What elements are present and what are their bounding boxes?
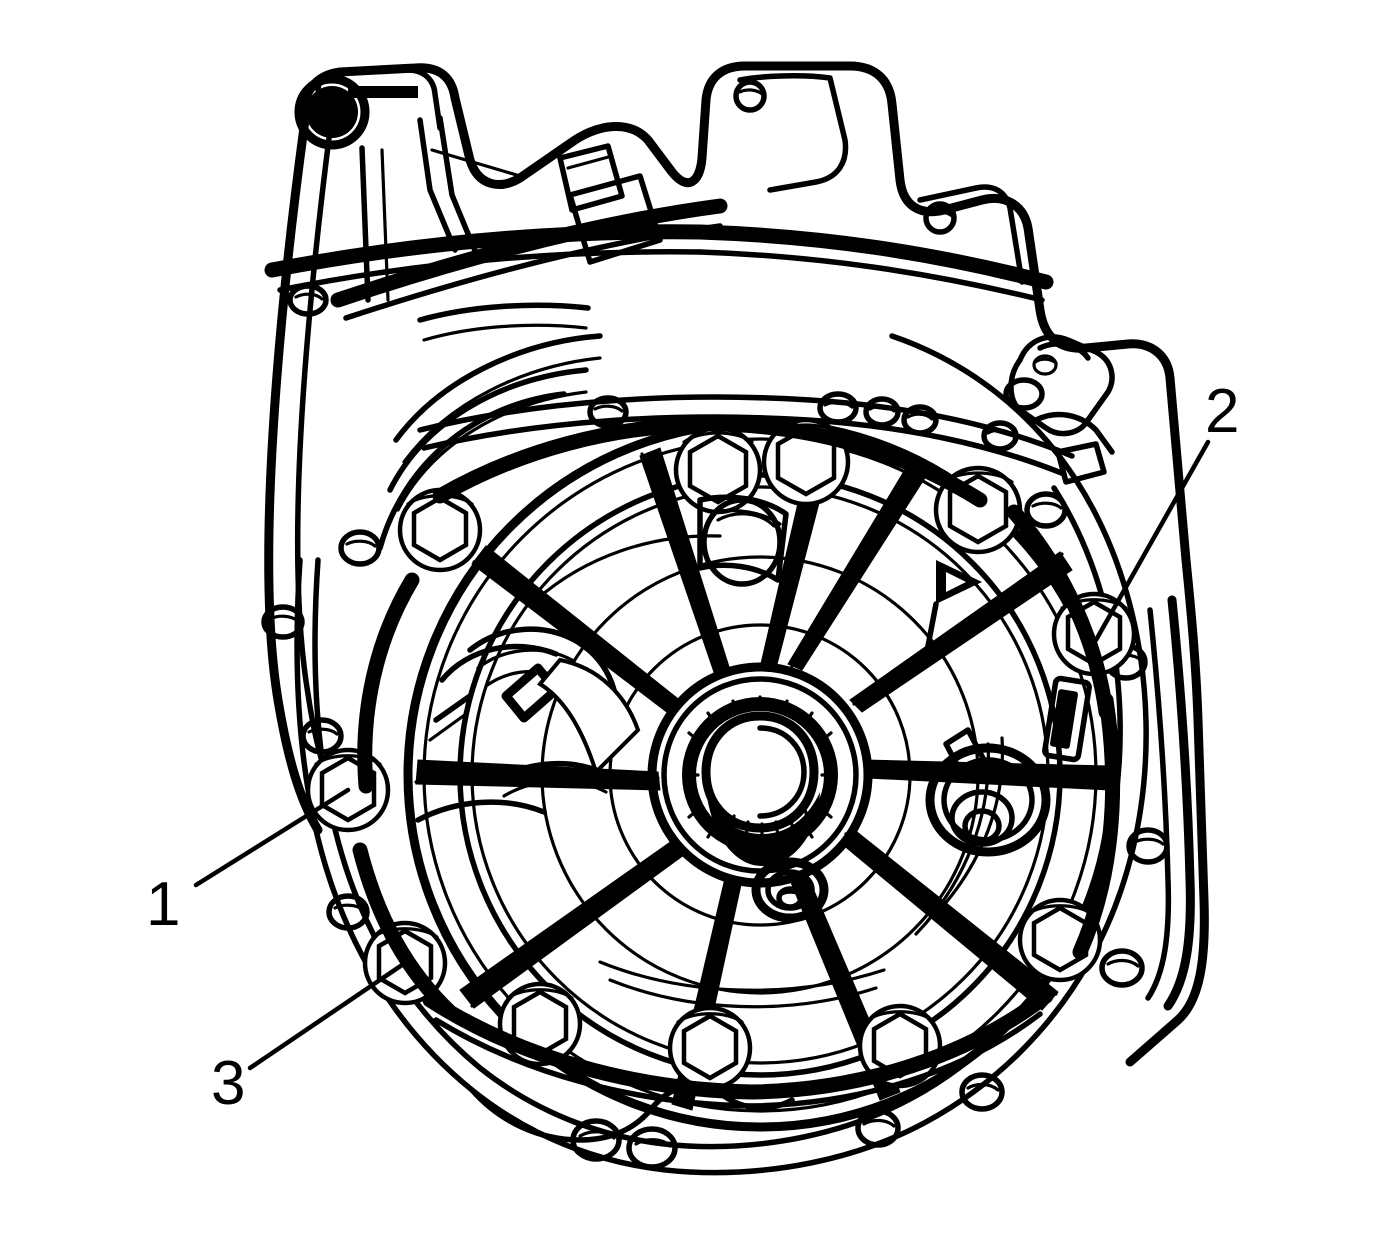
center-hub: [647, 662, 873, 923]
transaxle-housing: [261, 61, 1209, 1067]
left-internal-detail: [415, 626, 641, 823]
callout-label-2: 2: [1205, 377, 1239, 446]
rim-brace-bars: [352, 416, 1121, 1109]
inner-plate-lines: [534, 534, 1005, 1009]
hex-bolt: [673, 425, 763, 515]
callout-labels: 1 2 3: [146, 377, 1239, 1118]
callout-label-3: 3: [211, 1049, 245, 1118]
leader-line-3: [247, 960, 408, 1071]
hub-retaining-bolt: [751, 857, 829, 923]
hex-bolt: [667, 1005, 753, 1091]
upper-box-feature-2: [567, 173, 663, 265]
upper-box-feature: [557, 143, 625, 213]
bolt-flange: [294, 333, 1170, 1176]
callout-leaders: [193, 439, 1211, 1071]
right-sensor-boss: [1003, 334, 1115, 485]
leader-line-2: [1093, 439, 1211, 643]
cast-alignment-arrow: [925, 560, 982, 649]
upper-wedge-plate: [697, 494, 789, 587]
upper-mounting-ear: [294, 67, 443, 150]
callout-label-1: 1: [146, 870, 180, 939]
housing-interior-arcs: [377, 302, 603, 551]
leader-line-1: [193, 787, 351, 888]
